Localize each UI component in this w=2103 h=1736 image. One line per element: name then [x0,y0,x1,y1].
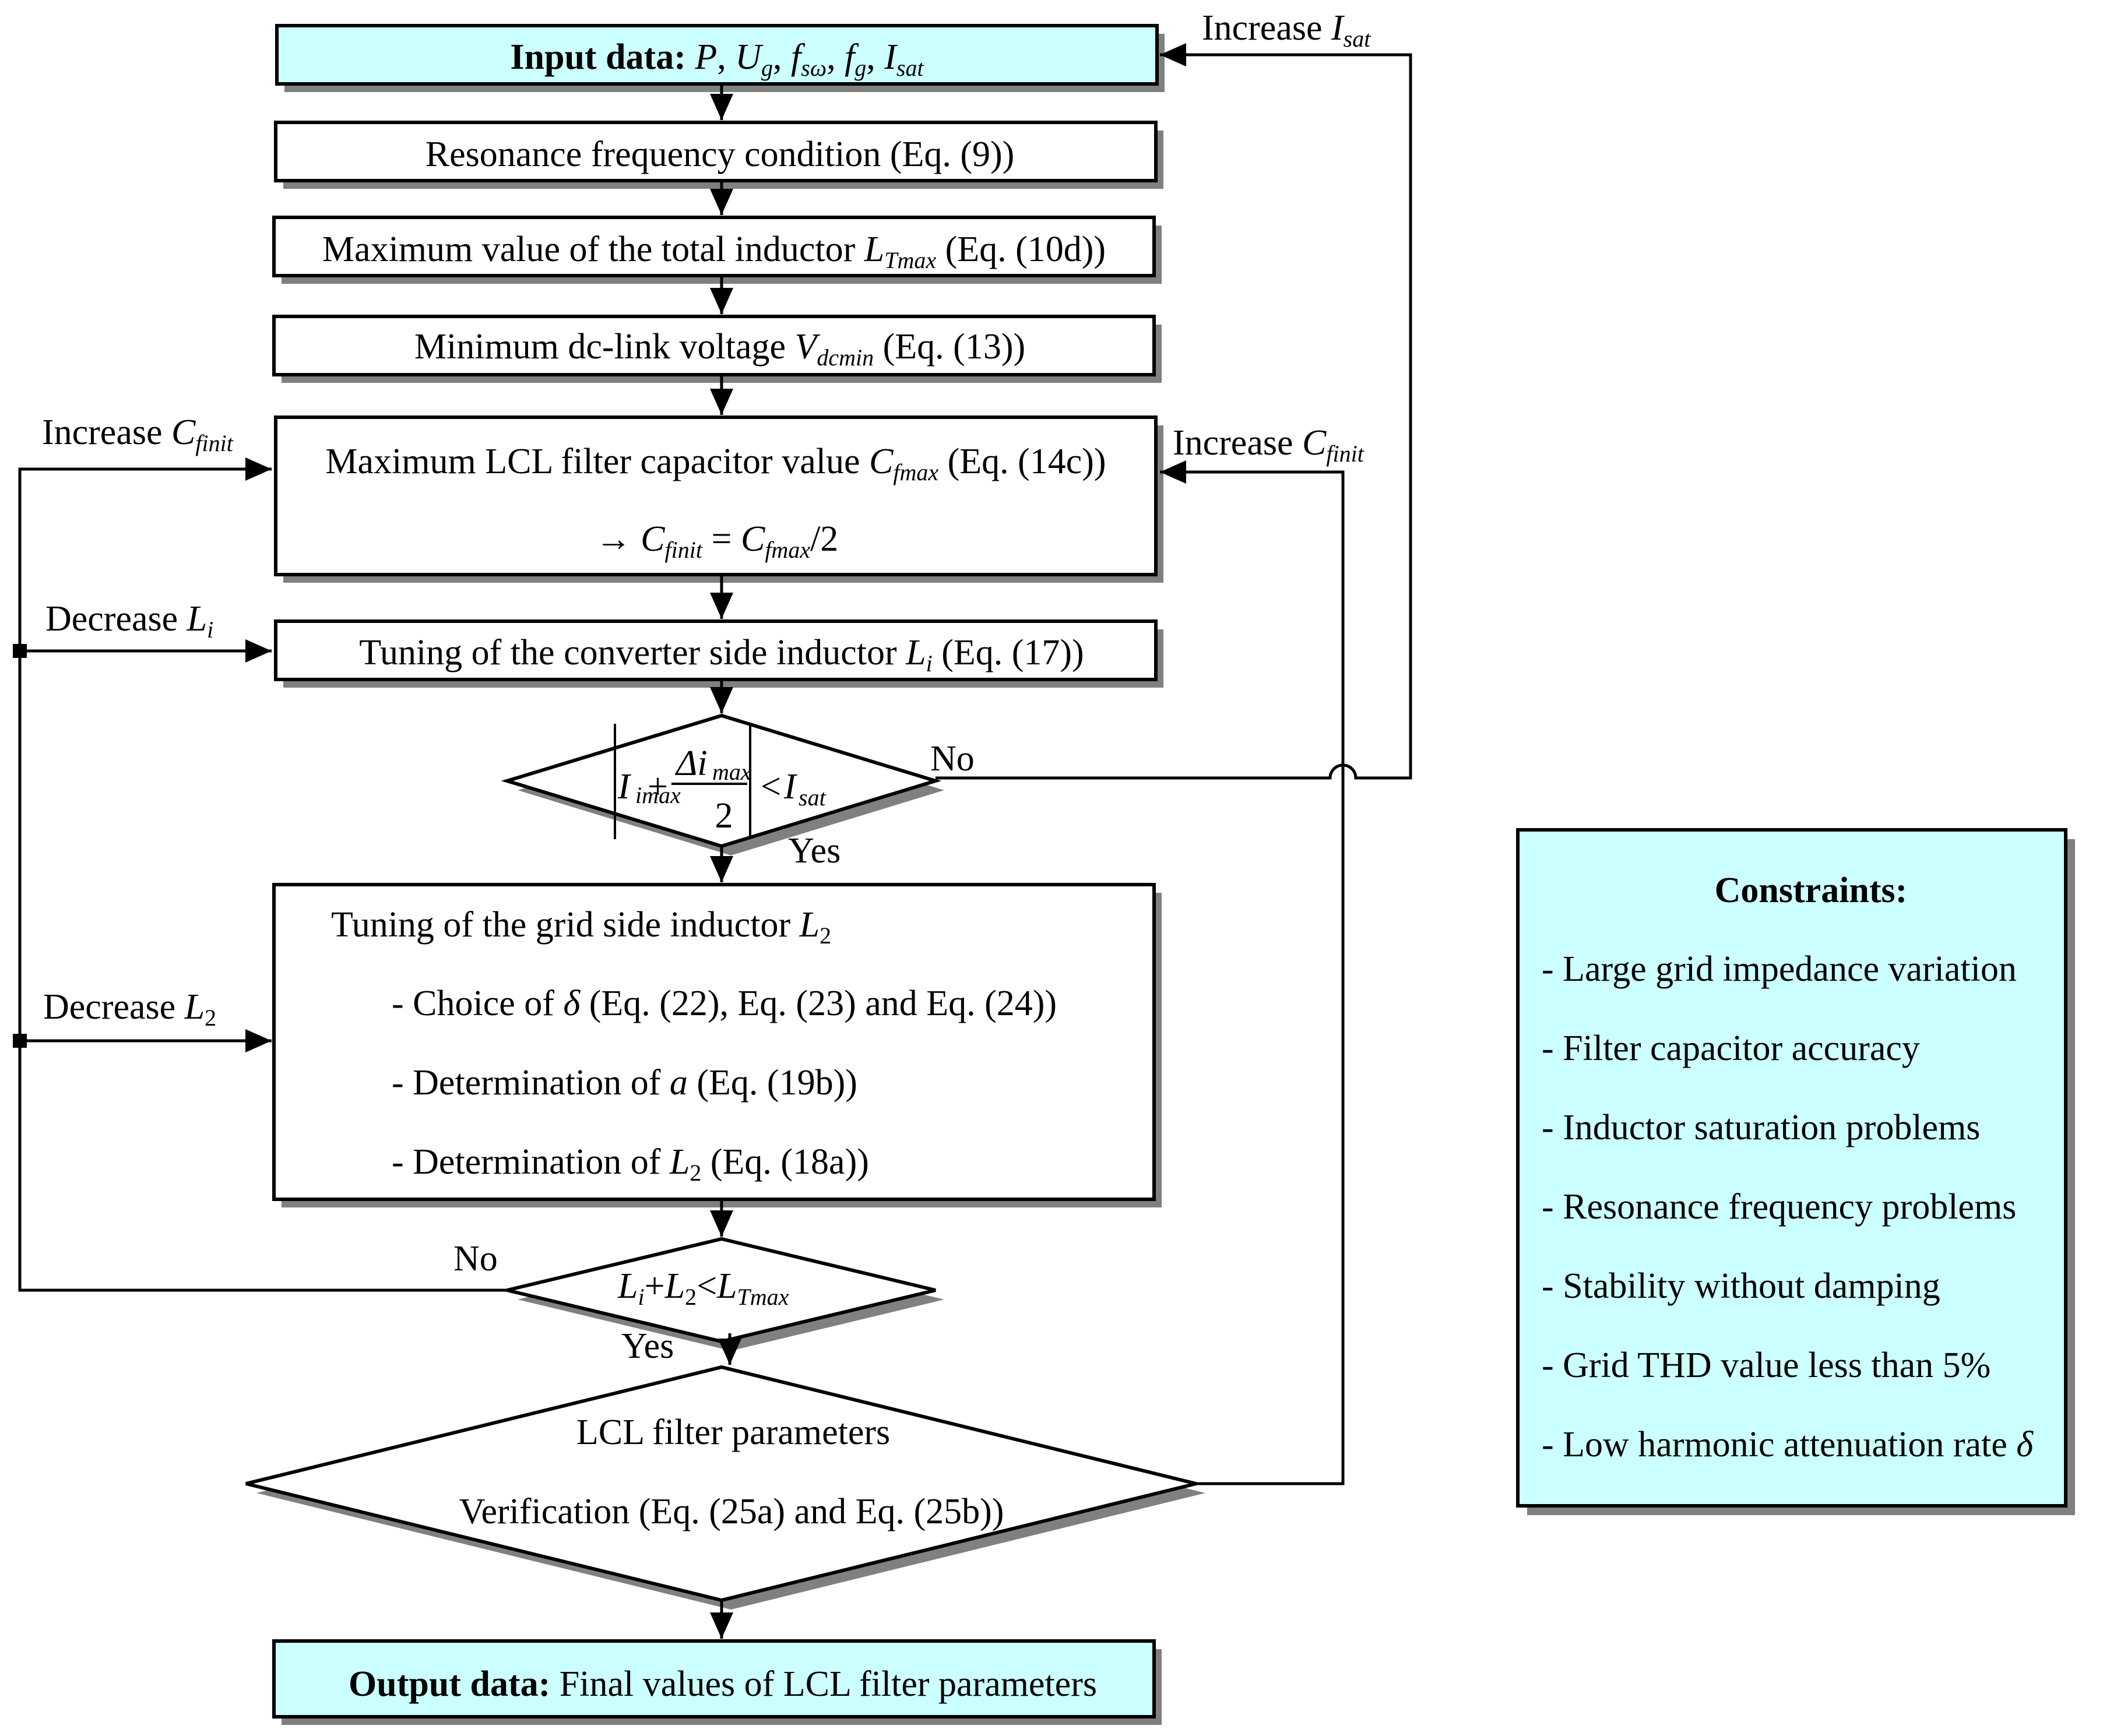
constraints-box: Constraints: - Large grid impedance vari… [1516,828,2075,1515]
constraint-item: - Grid THD value less than 5% [1542,1346,1991,1385]
ltotal-text: Li+L2<LTmax [617,1266,789,1310]
max-inductor-text: Maximum value of the total inductor LTma… [322,230,1106,273]
constraint-item: - Filter capacitor accuracy [1542,1029,1920,1068]
main-flow-arrows [710,84,741,1639]
svg-text:+: + [648,767,668,807]
constraints-title: Constraints: [1715,871,1908,910]
isat-i: I [617,767,632,807]
increase-cfinit-right-label: Increase Cfinit [1173,423,1365,467]
cfinit-text: → Cfinit = Cfmax/2 [596,519,839,563]
isat-no-label: No [930,739,975,779]
tune-li-box: Tuning of the converter side inductor Li… [274,619,1163,688]
resonance-box: Resonance frequency condition (Eq. (9)) [274,121,1163,189]
ltotal-decision: Li+L2<LTmax [507,1237,944,1351]
max-capacitor-box: Maximum LCL filter capacitor value Cfmax… [274,415,1163,583]
ltotal-yes-label: Yes [621,1326,674,1366]
resonance-text: Resonance frequency condition (Eq. (9)) [425,135,1015,174]
increase-isat-label: Increase Isat [1202,8,1371,52]
tune-l2-det-a: - Determination of a (Eq. (19b)) [392,1063,857,1103]
increase-cfinit-left-label: Increase Cfinit [42,413,234,456]
tune-l2-det-l2: - Determination of L2 (Eq. (18a)) [392,1142,869,1186]
tune-l2-choice: - Choice of δ (Eq. (22), Eq. (23) and Eq… [392,984,1057,1023]
min-vdc-box: Minimum dc-link voltage Vdcmin (Eq. (13)… [272,315,1162,383]
output-text: Output data: Final values of LCL filter … [349,1664,1097,1704]
svg-text:Input data: P, U: Input data: P, Ug, fsω, fg, Isat [510,37,924,81]
max-capacitor-text: Maximum LCL filter capacitor value Cfmax… [325,442,1106,485]
constraint-item: - Low harmonic attenuation rate δ [1542,1425,2034,1464]
constraint-item: - Resonance frequency problems [1542,1187,2016,1227]
constraint-item: - Large grid impedance variation [1542,949,2017,989]
svg-text:Δi: Δi [674,744,708,783]
max-inductor-box: Maximum value of the total inductor LTma… [272,216,1162,284]
increase-isat-loop [936,43,1412,780]
input-label: Input data: [510,37,686,77]
tune-l2-box: Tuning of the grid side inductor L2 - Ch… [272,883,1162,1207]
isat-decision: I imax + Δi max 2 < I sat [501,713,944,855]
increase-cfinit-right-loop [1160,460,1345,1485]
svg-text:imax: imax [635,782,681,808]
input-box: Input data: P, Ug, fsω, fg, Isat [275,24,1165,92]
tune-l2-title: Tuning of the grid side inductor L2 [331,905,831,949]
min-vdc-text: Minimum dc-link voltage Vdcmin (Eq. (13)… [414,327,1025,371]
verify-line2: Verification (Eq. (25a) and Eq. (25b)) [459,1492,1004,1531]
isat-yes-label: Yes [788,831,841,871]
constraint-item: - Stability without damping [1542,1266,1940,1306]
svg-text:sat: sat [799,784,827,811]
constraint-item: - Inductor saturation problems [1542,1108,1980,1147]
ltotal-no-label: No [453,1239,498,1279]
svg-text:max: max [712,759,751,785]
tune-li-text: Tuning of the converter side inductor Li… [359,633,1084,677]
verify-decision: LCL filter parameters Verification (Eq. … [245,1365,1205,1610]
decrease-li-label: Decrease Li [45,599,213,643]
svg-text:2: 2 [715,796,733,836]
left-feedback-loop [13,457,507,1292]
decrease-l2-label: Decrease L2 [43,987,216,1031]
svg-text:I: I [783,767,798,807]
output-box: Output data: Final values of LCL filter … [272,1639,1162,1725]
svg-text:<: < [761,767,781,807]
verify-line1: LCL filter parameters [576,1413,890,1452]
